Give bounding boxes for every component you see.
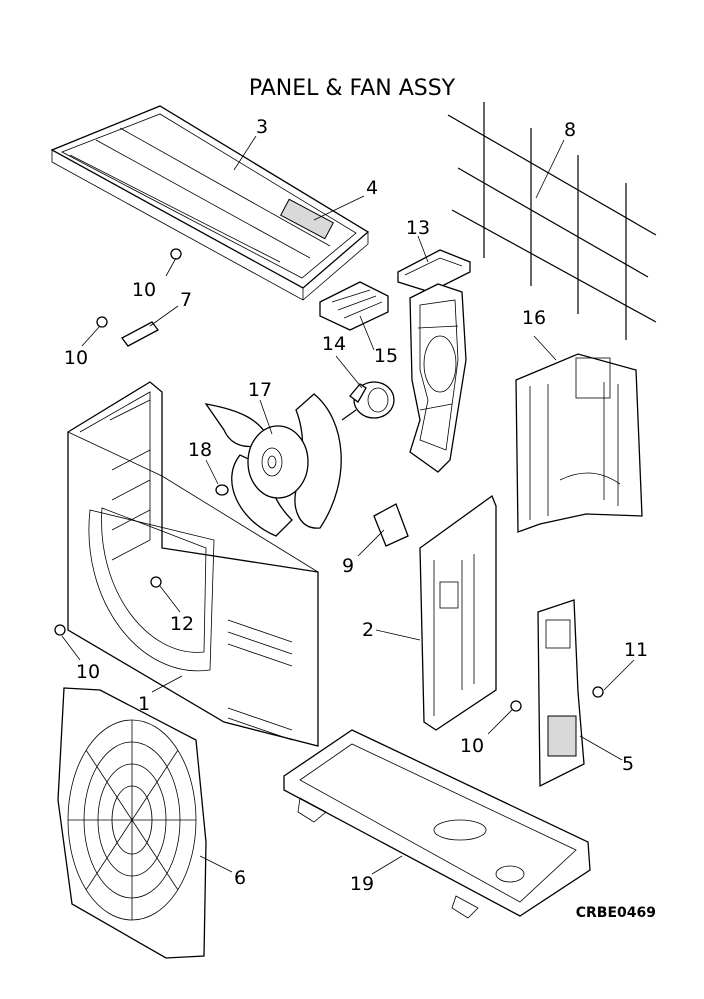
callout-11: 11 xyxy=(624,639,648,661)
diagram-title: PANEL & FAN ASSY xyxy=(249,76,456,101)
callout-19: 19 xyxy=(350,873,374,895)
motor-bracket-top xyxy=(397,249,471,293)
callout-10-bottom-left: 10 xyxy=(76,661,100,683)
partition-plate xyxy=(419,494,497,731)
small-bracket xyxy=(121,321,159,347)
callout-8: 8 xyxy=(564,119,576,141)
callout-17: 17 xyxy=(248,379,272,401)
callout-6: 6 xyxy=(234,867,246,889)
top-panel xyxy=(50,105,370,301)
callout-15: 15 xyxy=(374,345,398,367)
cover-plate xyxy=(373,503,409,547)
wire-guard xyxy=(447,102,657,340)
callout-16: 16 xyxy=(522,307,546,329)
fan-guard xyxy=(57,687,207,959)
callout-2: 2 xyxy=(362,619,374,641)
callout-10-center: 10 xyxy=(460,735,484,757)
callout-14: 14 xyxy=(322,333,346,355)
fan-motor xyxy=(341,381,395,421)
callout-4: 4 xyxy=(366,177,378,199)
callout-18: 18 xyxy=(188,439,212,461)
callout-7: 7 xyxy=(180,289,192,311)
base-pan xyxy=(283,729,591,919)
leader-lines xyxy=(61,135,635,875)
fan-nut xyxy=(215,484,229,496)
callout-9: 9 xyxy=(342,555,354,577)
screw-icon xyxy=(54,248,604,712)
callout-10-top: 10 xyxy=(132,279,156,301)
drawing-code: CRBE0469 xyxy=(576,905,656,921)
callout-5: 5 xyxy=(622,753,634,775)
callout-13: 13 xyxy=(406,217,430,239)
side-panel xyxy=(515,353,643,533)
callout-3: 3 xyxy=(256,116,268,138)
terminal-bracket xyxy=(319,281,389,331)
motor-support xyxy=(409,283,467,473)
front-panel xyxy=(67,381,319,747)
callout-1: 1 xyxy=(138,693,150,715)
callout-10-left: 10 xyxy=(64,347,88,369)
service-cover xyxy=(537,599,585,788)
callout-12: 12 xyxy=(170,613,194,635)
propeller-fan xyxy=(204,393,342,537)
